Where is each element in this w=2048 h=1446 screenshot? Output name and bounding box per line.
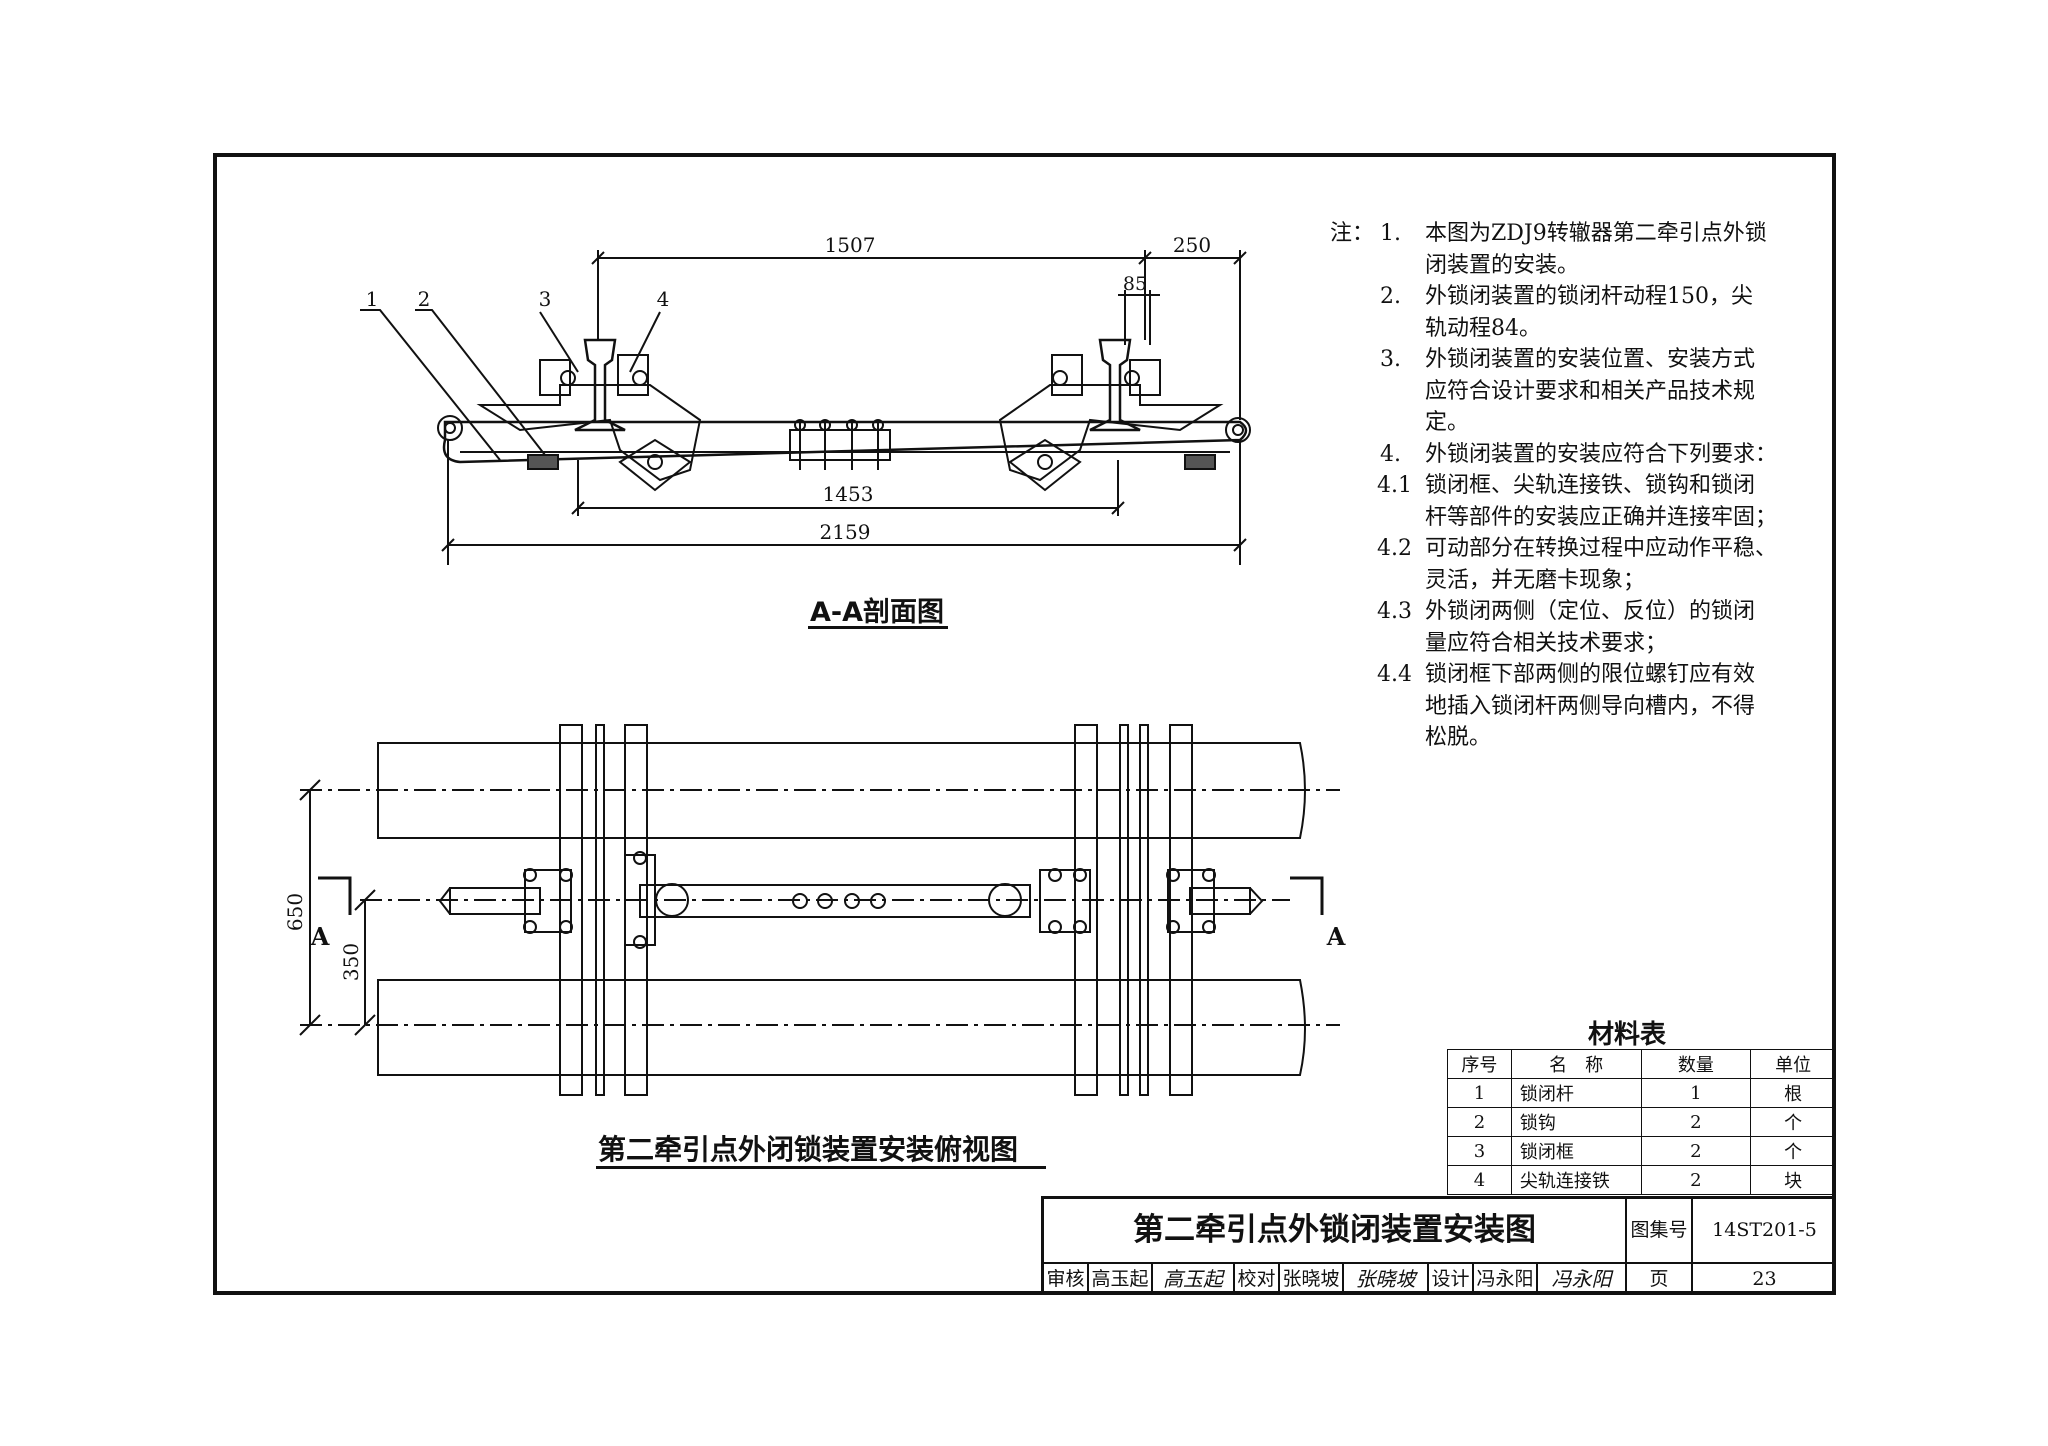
dim-1507: 1507 bbox=[825, 233, 876, 257]
section-view-caption: A-A剖面图 bbox=[810, 597, 944, 628]
section-mark-left: A bbox=[310, 922, 330, 951]
note-4-4: 4.4 锁闭框下部两侧的限位螺钉应有效 bbox=[1377, 662, 1756, 687]
note-3: 3. 外锁闭装置的安装位置、安装方式 bbox=[1380, 347, 1756, 372]
page-label: 页 bbox=[1627, 1264, 1693, 1295]
section-mark-right: A bbox=[1326, 922, 1346, 951]
reviewer-signature: 高玉起 bbox=[1153, 1264, 1235, 1295]
col-header-index: 序号 bbox=[1447, 1049, 1512, 1079]
table-row: 3 锁闭框 2 个 bbox=[1447, 1136, 1836, 1166]
drawing-frame bbox=[213, 153, 1836, 1295]
col-header-unit: 单位 bbox=[1750, 1049, 1836, 1079]
checker-signature: 张晓坡 bbox=[1344, 1264, 1429, 1295]
dim-250: 250 bbox=[1173, 233, 1211, 257]
table-row: 2 锁钩 2 个 bbox=[1447, 1107, 1836, 1137]
atlas-label: 图集号 bbox=[1627, 1199, 1693, 1264]
page-number: 23 bbox=[1693, 1264, 1836, 1295]
materials-title: 材料表 bbox=[1588, 1020, 1667, 1050]
review-label: 审核 bbox=[1044, 1264, 1089, 1295]
dim-85: 85 bbox=[1123, 273, 1147, 295]
notes-block: 注： 1. 本图为ZDJ9转辙器第二牵引点外锁 闭装置的安装。 2. 外锁闭装置… bbox=[1330, 218, 1810, 754]
note-4-3: 4.3 外锁闭两侧（定位、反位）的锁闭 bbox=[1377, 599, 1756, 624]
note-1: 注： 1. 本图为ZDJ9转辙器第二牵引点外锁 bbox=[1330, 218, 1810, 250]
drawing-title: 第二牵引点外锁闭装置安装图 bbox=[1044, 1199, 1627, 1264]
dim-350: 350 bbox=[339, 943, 363, 981]
check-label: 校对 bbox=[1235, 1264, 1280, 1295]
note-4: 4. 外锁闭装置的安装应符合下列要求： bbox=[1380, 441, 1778, 467]
top-view-caption: 第二牵引点外闭锁装置安装俯视图 bbox=[598, 1133, 1019, 1166]
callout-4: 4 bbox=[657, 287, 670, 311]
atlas-number: 14ST201-5 bbox=[1693, 1199, 1836, 1264]
note-4-2: 4.2 可动部分在转换过程中应动作平稳、 bbox=[1377, 536, 1778, 561]
materials-table: 序号 名 称 数量 单位 1 锁闭杆 1 根 2 锁钩 2 个 3 锁闭框 2 … bbox=[1447, 1049, 1836, 1195]
notes-head: 注： bbox=[1330, 221, 1375, 246]
reviewer-name: 高玉起 bbox=[1089, 1264, 1153, 1295]
top-caption-underline bbox=[596, 1166, 1046, 1169]
dim-1453: 1453 bbox=[823, 482, 874, 506]
callout-2: 2 bbox=[418, 287, 431, 311]
col-header-name: 名 称 bbox=[1510, 1049, 1642, 1079]
col-header-qty: 数量 bbox=[1640, 1049, 1752, 1079]
section-caption-underline bbox=[808, 626, 948, 629]
title-block: 第二牵引点外锁闭装置安装图 图集号 14ST201-5 审核 高玉起 高玉起 校… bbox=[1041, 1196, 1836, 1295]
note-4-1: 4.1 锁闭框、尖轨连接铁、锁钩和锁闭 bbox=[1377, 473, 1756, 498]
design-label: 设计 bbox=[1429, 1264, 1474, 1295]
callout-1: 1 bbox=[366, 287, 379, 311]
designer-name: 冯永阳 bbox=[1474, 1264, 1538, 1295]
table-row: 4 尖轨连接铁 2 块 bbox=[1447, 1165, 1836, 1195]
dim-2159: 2159 bbox=[820, 520, 871, 544]
table-row: 1 锁闭杆 1 根 bbox=[1447, 1078, 1836, 1108]
materials-header-row: 序号 名 称 数量 单位 bbox=[1447, 1049, 1836, 1079]
callout-3: 3 bbox=[539, 287, 552, 311]
note-2: 2. 外锁闭装置的锁闭杆动程150，尖 bbox=[1380, 284, 1753, 309]
dim-650: 650 bbox=[283, 893, 307, 931]
designer-signature: 冯永阳 bbox=[1538, 1264, 1627, 1295]
checker-name: 张晓坡 bbox=[1280, 1264, 1344, 1295]
